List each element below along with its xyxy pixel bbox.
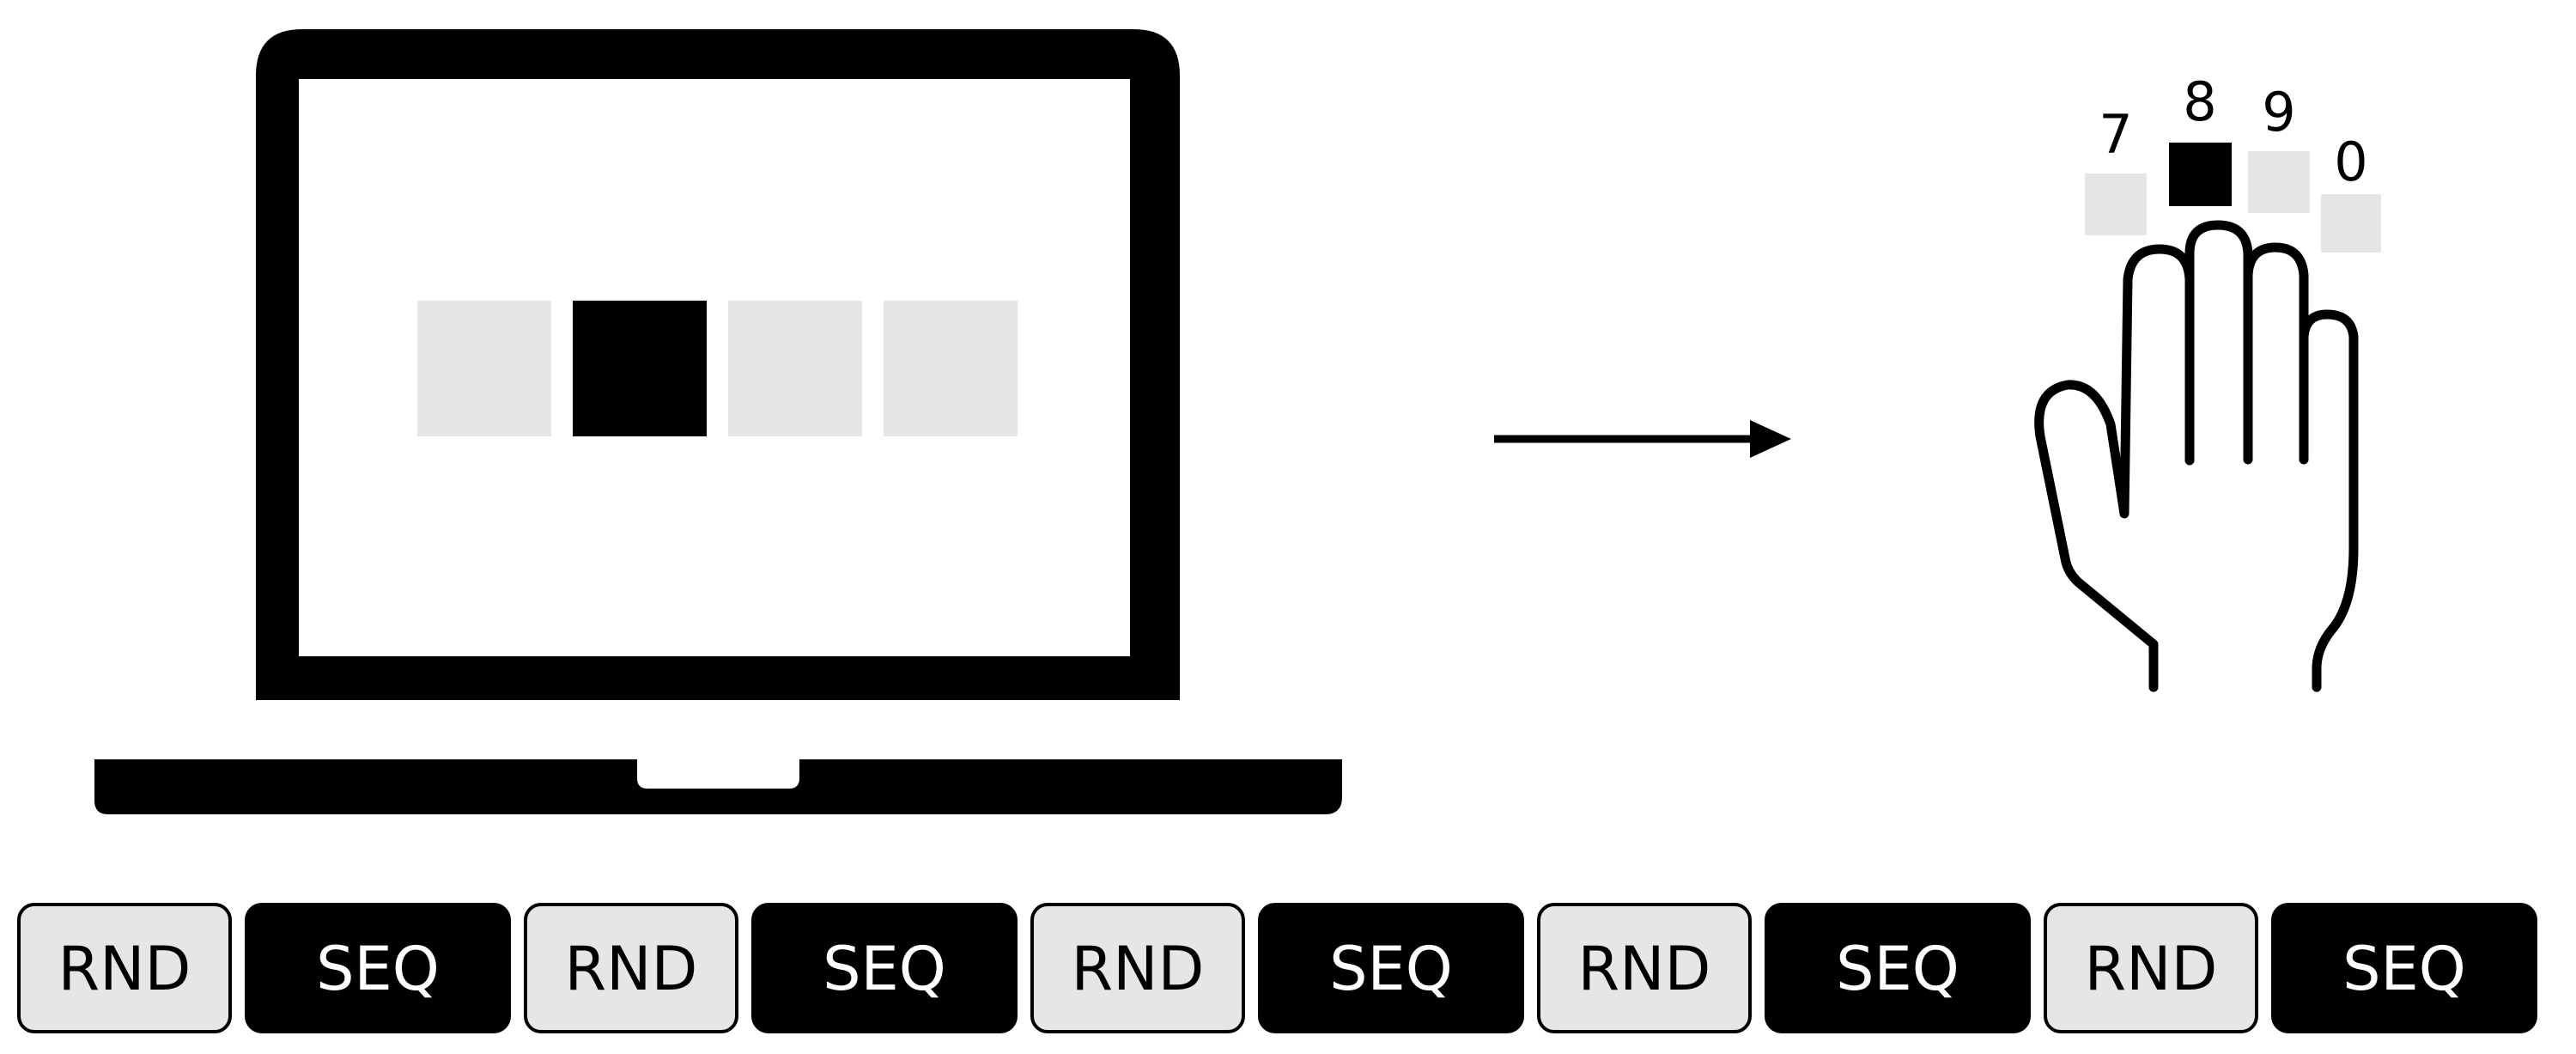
- block-10-seq: SEQ: [2271, 903, 2537, 1033]
- block-5-rnd: RND: [1030, 903, 1245, 1033]
- block-4-seq: SEQ: [751, 903, 1018, 1033]
- block-label: RND: [565, 934, 698, 1004]
- stimulus-square-4: [884, 301, 1018, 436]
- key-label-9: 9: [2262, 81, 2295, 143]
- block-box: [2044, 903, 2258, 1033]
- block-2-seq: SEQ: [245, 903, 511, 1033]
- block-label: SEQ: [1836, 934, 1959, 1004]
- key-label-8: 8: [2183, 70, 2216, 133]
- hand-outline: [2034, 220, 2359, 692]
- block-6-seq: SEQ: [1258, 903, 1524, 1033]
- block-7-rnd: RND: [1537, 903, 1752, 1033]
- stimulus-square-2: [573, 301, 707, 436]
- block-9-rnd: RND: [2044, 903, 2258, 1033]
- block-label: SEQ: [2342, 934, 2466, 1004]
- block-label: RND: [2085, 934, 2218, 1004]
- block-box: [245, 903, 511, 1033]
- key-label-0: 0: [2334, 131, 2367, 193]
- block-label: SEQ: [316, 934, 440, 1004]
- block-sequence: RND SEQ RND SEQ RND SEQ RND SEQ RND SEQ: [17, 903, 2537, 1033]
- stimulus-square-3: [728, 301, 862, 436]
- block-label: SEQ: [823, 934, 946, 1004]
- laptop-icon: [94, 29, 1342, 814]
- stimulus-square-1: [417, 301, 551, 436]
- laptop-notch: [637, 759, 799, 789]
- block-label: RND: [1072, 934, 1205, 1004]
- block-box: [17, 903, 232, 1033]
- stimulus-squares: [417, 301, 1018, 436]
- hand-icon: [2034, 220, 2359, 692]
- block-3-rnd: RND: [524, 903, 738, 1033]
- block-box: [2271, 903, 2537, 1033]
- key-square-0: [2321, 194, 2381, 253]
- key-square-9: [2248, 151, 2310, 213]
- block-label: RND: [58, 934, 191, 1004]
- key-square-8: [2169, 143, 2232, 206]
- key-square-7: [2085, 174, 2147, 235]
- block-box: [1537, 903, 1752, 1033]
- block-box: [751, 903, 1018, 1033]
- block-8-seq: SEQ: [1765, 903, 2031, 1033]
- block-box: [524, 903, 738, 1033]
- block-label: RND: [1578, 934, 1711, 1004]
- block-box: [1030, 903, 1245, 1033]
- block-1-rnd: RND: [17, 903, 232, 1033]
- block-box: [1765, 903, 2031, 1033]
- arrow-right-icon: [1494, 420, 1791, 458]
- block-label: SEQ: [1329, 934, 1453, 1004]
- key-label-7: 7: [2099, 103, 2132, 166]
- block-box: [1258, 903, 1524, 1033]
